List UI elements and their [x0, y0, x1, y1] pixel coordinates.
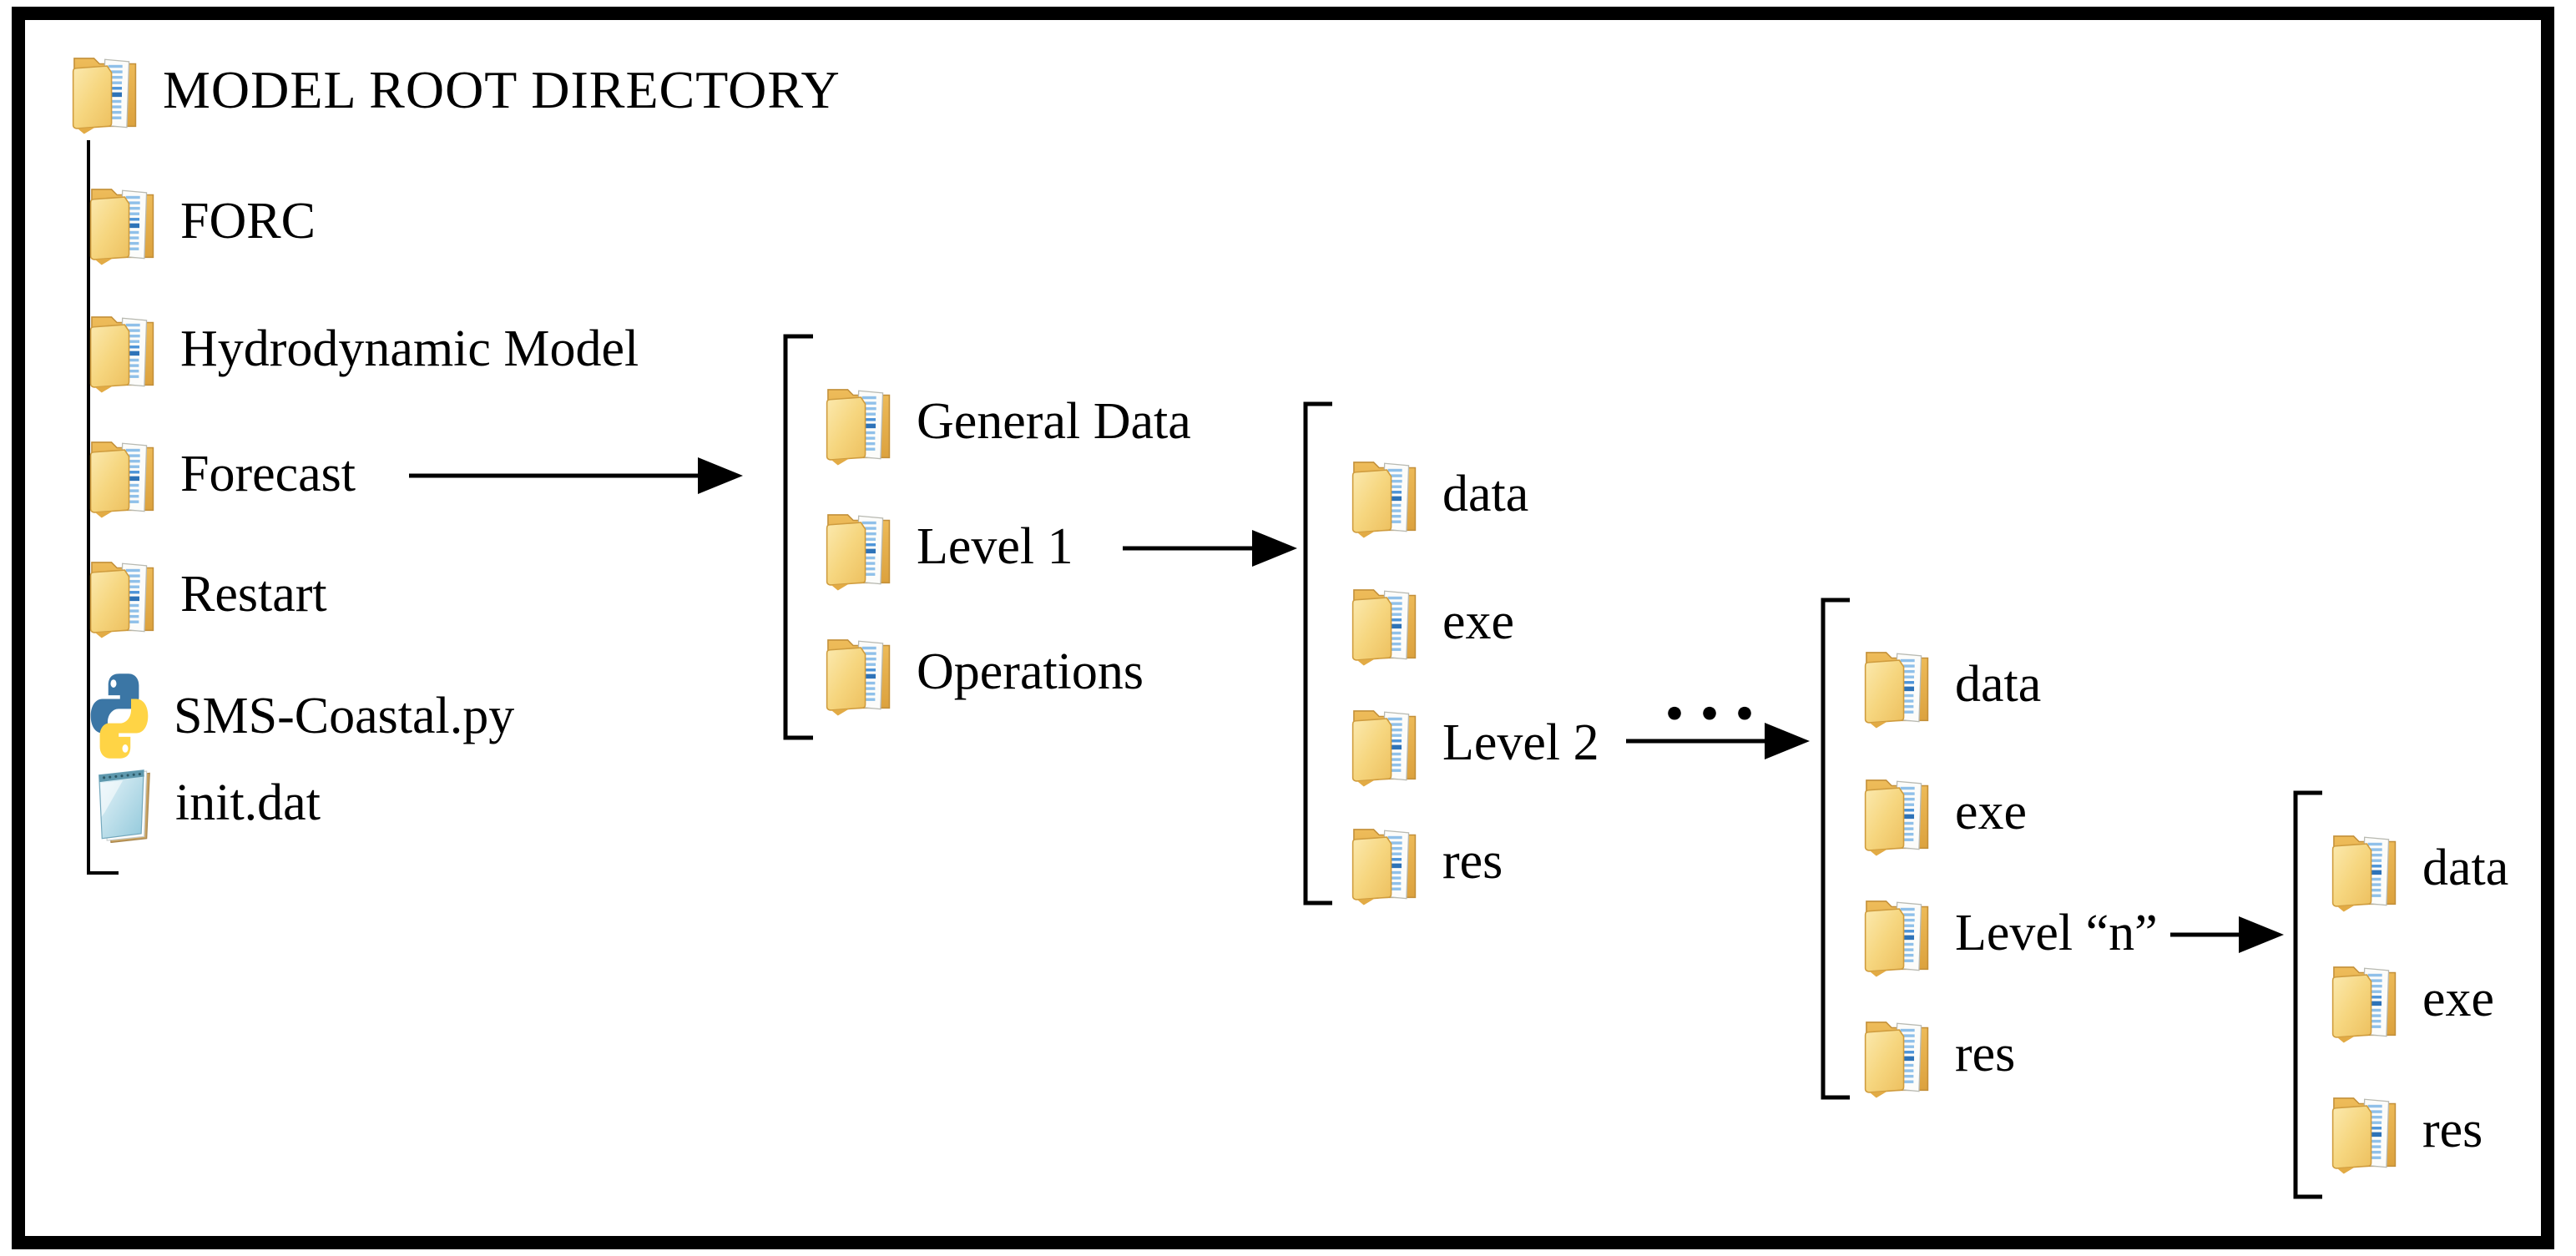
item-label: exe	[2422, 970, 2495, 1027]
tree-item-operations: Operations	[825, 628, 1144, 716]
page-title: MODEL ROOT DIRECTORY	[163, 59, 841, 119]
bracket-leveln-children	[2293, 790, 2322, 1199]
tree-item-l1-data: data	[1351, 450, 1528, 538]
tree-item-l2-data: data	[1863, 640, 2041, 729]
tree-item-l2-exe: exe	[1863, 768, 2027, 856]
bracket-level1-children	[1303, 401, 1332, 905]
figure-border	[12, 7, 2554, 1249]
tree-item-forc: FORC	[88, 177, 316, 265]
tree-item-l1-exe: exe	[1351, 578, 1514, 666]
tree-item-l2-res: res	[1863, 1010, 2015, 1098]
arrow-level2-head	[1765, 723, 1810, 759]
tree-item-ln-data: data	[2331, 824, 2508, 912]
item-label: data	[1442, 465, 1529, 522]
item-label: Restart	[180, 565, 327, 623]
tree-item-level-n: Level “n”	[1863, 889, 2158, 977]
item-label: Operations	[917, 643, 1144, 700]
item-label: data	[2422, 839, 2509, 896]
item-label: exe	[1955, 783, 2028, 840]
tree-item-sms-coastal-py: SMS-Coastal.py	[87, 671, 514, 761]
tree-item-ln-exe: exe	[2331, 955, 2494, 1043]
item-label: FORC	[180, 192, 316, 250]
arrow-level1-head	[1252, 530, 1297, 567]
bracket-forecast-children	[783, 334, 813, 740]
tree-item-level-2: Level 2	[1351, 699, 1599, 787]
bracket-level2-children	[1821, 598, 1850, 1100]
item-label: Forecast	[180, 445, 356, 502]
item-label: Level 1	[917, 517, 1073, 575]
arrow-forecast-head	[698, 457, 743, 494]
tree-item-l1-res: res	[1351, 817, 1503, 905]
tree-item-hydrodynamic-model: Hydrodynamic Model	[88, 305, 639, 393]
arrow-leveln-head	[2239, 916, 2284, 953]
item-label: exe	[1442, 593, 1515, 650]
item-label: res	[1955, 1025, 2016, 1082]
tree-item-restart: Restart	[88, 550, 327, 638]
tree-item-root: MODEL ROOT DIRECTORY	[71, 46, 841, 134]
item-label: SMS-Coastal.py	[174, 687, 515, 744]
tree-item-general-data: General Data	[825, 377, 1191, 466]
item-label: res	[2422, 1101, 2483, 1158]
tree-item-level-1: Level 1	[825, 502, 1073, 591]
tree-item-ln-res: res	[2331, 1086, 2483, 1174]
item-label: res	[1442, 832, 1503, 890]
tree-item-init-dat: init.dat	[90, 763, 321, 843]
item-label: Hydrodynamic Model	[180, 320, 639, 377]
item-label: init.dat	[175, 774, 321, 831]
root-children-line	[87, 140, 119, 875]
item-label: Level “n”	[1955, 904, 2158, 961]
item-label: data	[1955, 655, 2042, 713]
tree-item-forecast: Forecast	[88, 430, 356, 518]
item-label: General Data	[917, 392, 1191, 450]
item-label: Level 2	[1442, 714, 1599, 771]
